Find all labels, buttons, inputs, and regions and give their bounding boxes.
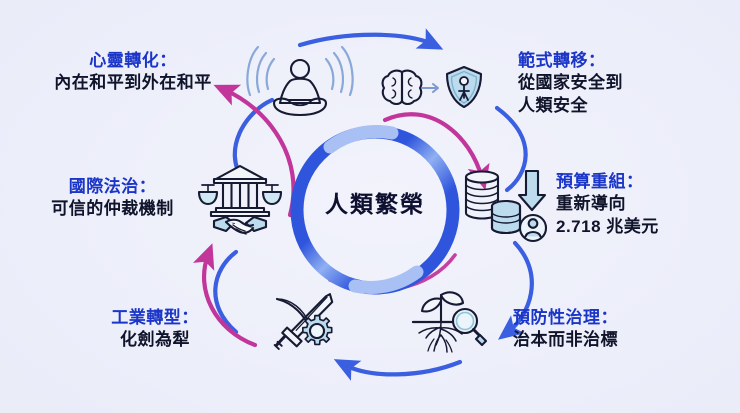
- node-title-paradigm-shift: 範式轉移：: [518, 51, 606, 70]
- coins-down-person-icon: [464, 169, 548, 243]
- node-label-international-rule-of-law: 國際法治： 可信的仲裁機制: [30, 176, 195, 221]
- node-title-industrial-transformation: 工業轉型：: [111, 308, 199, 327]
- center-ring-highlight-bottom: [348, 265, 424, 295]
- arrow-right-lower-blue: [498, 240, 534, 340]
- arrow-left-lower-blue: [213, 249, 239, 335]
- node-subtitle-budget-reallocation-line2: 2.718 兆美元: [556, 216, 659, 236]
- node-subtitle-international-rule-of-law: 可信的仲裁機制: [51, 199, 174, 219]
- arrow-right-upper-blue: [494, 105, 528, 193]
- node-subtitle-paradigm-shift-line2: 人類安全: [518, 95, 588, 115]
- node-subtitle-budget-reallocation-line1: 重新導向: [556, 194, 626, 214]
- node-title-international-rule-of-law: 國際法治：: [68, 177, 157, 196]
- node-subtitle-industrial-transformation: 化劍為犁: [120, 330, 190, 350]
- node-label-industrial-transformation: 工業轉型： 化劍為犁: [75, 307, 235, 352]
- courthouse-scales-handshake-icon: [197, 164, 283, 235]
- node-label-budget-reallocation: 預算重組： 重新導向 2.718 兆美元: [556, 171, 659, 238]
- node-label-mind-transformation: 心靈轉化： 內在和平到外在和平: [18, 50, 248, 95]
- brain-to-shield-icon: [381, 65, 483, 109]
- node-title-preventive-governance: 預防性治理：: [513, 308, 618, 327]
- center-label: 人類繁榮: [325, 191, 425, 217]
- arrow-lower-left-magenta: [192, 243, 258, 348]
- arrow-top-blue: [297, 28, 444, 50]
- node-subtitle-mind-transformation: 內在和平到外在和平: [54, 73, 212, 93]
- node-subtitle-preventive-governance: 治本而非治標: [513, 330, 618, 350]
- node-title-budget-reallocation: 預算重組：: [556, 172, 644, 191]
- node-label-paradigm-shift: 範式轉移： 從國家安全到 人類安全: [518, 50, 623, 117]
- node-subtitle-paradigm-shift-line1: 從國家安全到: [518, 73, 623, 93]
- plant-roots-magnifier-icon: [411, 291, 488, 353]
- node-label-preventive-governance: 預防性治理： 治本而非治標: [513, 307, 618, 352]
- arrow-upper-right-magenta: [382, 112, 490, 191]
- arrow-bottom-blue: [333, 359, 463, 381]
- node-title-mind-transformation: 心靈轉化：: [89, 51, 177, 70]
- center-ring-highlight-top: [323, 124, 399, 154]
- meditation-icon: [246, 45, 354, 117]
- sword-gear-icon: [273, 293, 334, 350]
